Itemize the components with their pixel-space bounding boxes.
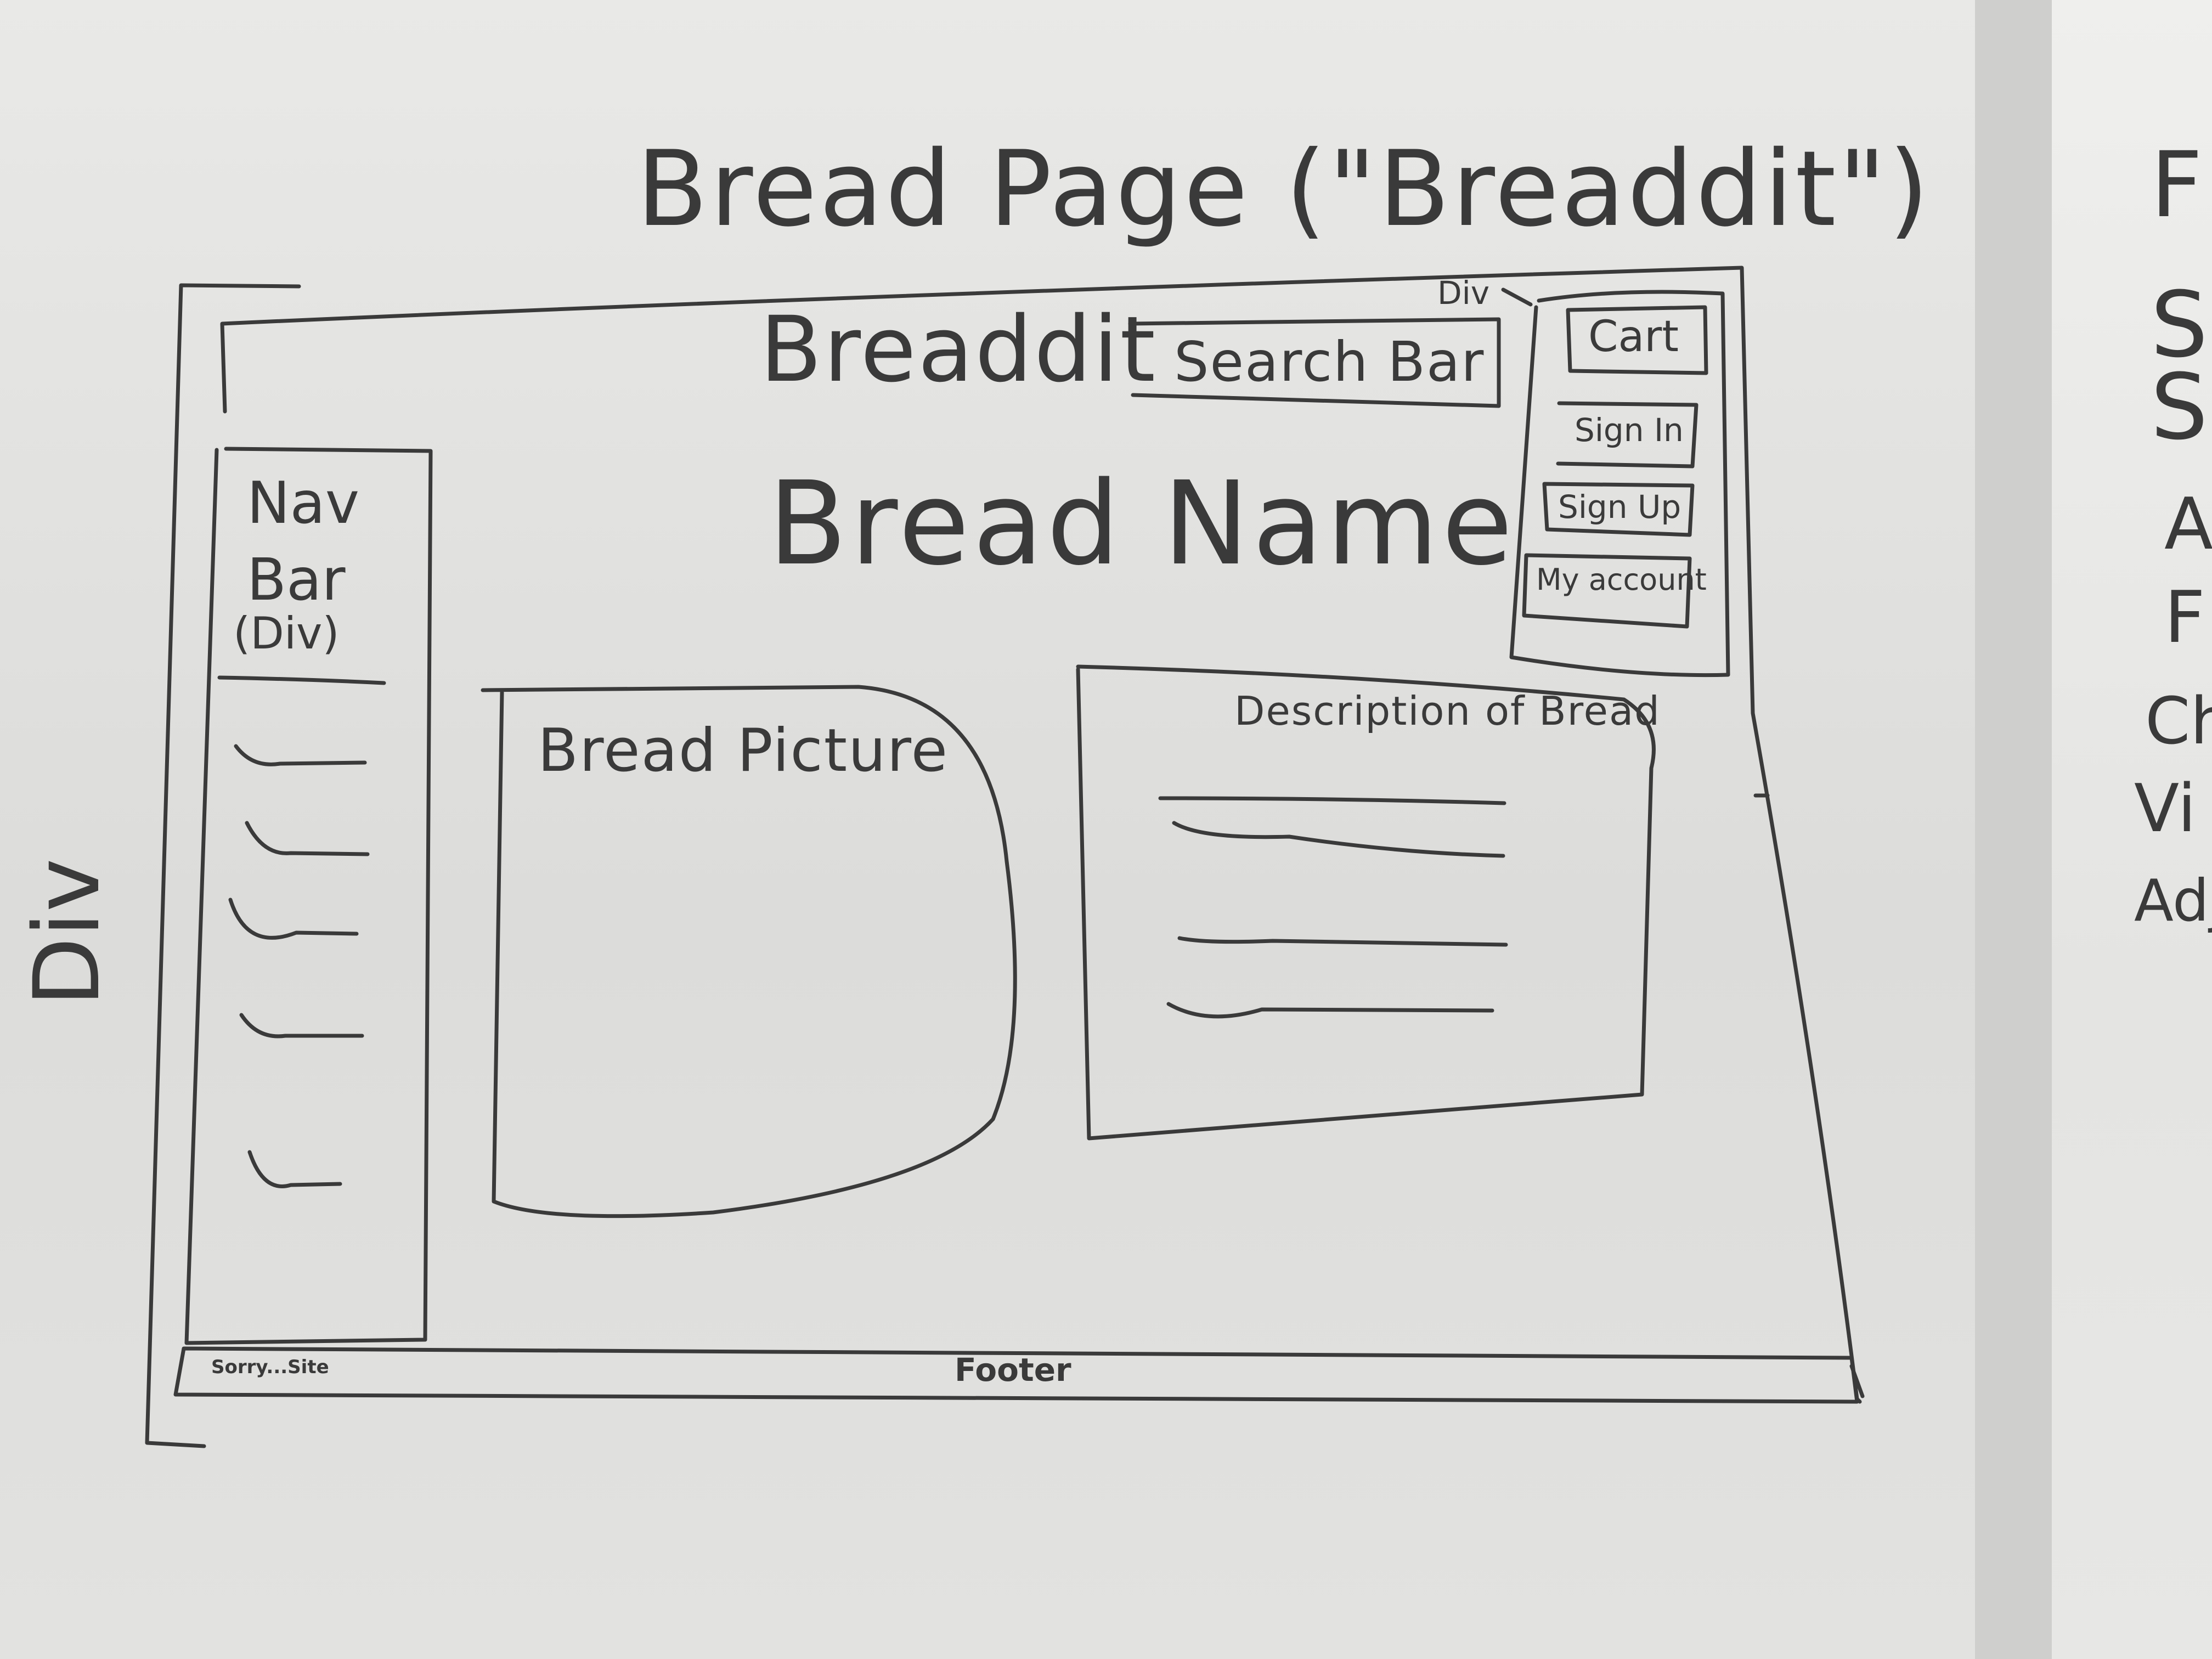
footer-note: Sorry...Site [211, 1356, 329, 1378]
nav-bar-label-line1: Nav [247, 470, 360, 537]
outer-div-bracket [145, 283, 301, 1448]
outer-div-label: Div [14, 858, 120, 1007]
adjacent-sheet-fragment: F [2151, 132, 2203, 238]
adjacent-sheet-fragment: Vi [2134, 771, 2196, 847]
footer-label: Footer [955, 1351, 1071, 1389]
picture-box [481, 685, 1017, 1218]
description-line [1177, 936, 1508, 947]
brand-logo-text: Breaddit [760, 297, 1158, 402]
footer-band [173, 1346, 1859, 1404]
description-line [1166, 1002, 1494, 1019]
description-box [1076, 664, 1656, 1141]
adjacent-sheet [2052, 0, 2212, 1659]
adjacent-sheet-fragment: Adj [2134, 867, 2212, 934]
description-line [1158, 796, 1506, 805]
adjacent-sheet-fragment: A [2164, 482, 2212, 566]
description-label: Description of Bread [1234, 688, 1661, 734]
page-title: Bread Page ("Breaddit") [636, 128, 1932, 250]
footer-band-right [1849, 1364, 1865, 1398]
my-account-button-box [1522, 553, 1692, 629]
bread-name-heading: Bread Name [768, 456, 1516, 591]
account-div-arrow [1501, 287, 1533, 307]
search-bar-box [1128, 317, 1501, 408]
page-frame [220, 266, 1862, 1404]
nav-bar-divider [217, 675, 386, 685]
search-bar-label: Search Bar [1174, 330, 1485, 394]
sign-in-button-box [1556, 401, 1699, 469]
account-div-label: Div [1437, 274, 1490, 312]
adjacent-sheet-fragment: S [2151, 272, 2208, 377]
sign-in-button-label: Sign In [1575, 411, 1684, 449]
nav-item-line [245, 821, 370, 856]
nav-item-line [234, 744, 367, 766]
whiteboard-paper [0, 0, 1975, 1659]
description-line [1172, 821, 1505, 858]
paper-gap [1975, 0, 2052, 1659]
adjacent-sheet-fragment: S [2151, 354, 2208, 460]
sign-up-button-label: Sign Up [1558, 488, 1681, 526]
adjacent-sheet-fragment: F [2164, 575, 2205, 659]
nav-item-line [247, 1150, 342, 1188]
account-panel-box [1509, 290, 1730, 678]
my-account-button-label: My account [1536, 562, 1707, 597]
nav-bar-label-line3: (Div) [233, 608, 340, 659]
nav-item-line [228, 898, 359, 940]
nav-bar-box [184, 447, 433, 1345]
cart-button-label: Cart [1588, 312, 1679, 362]
nav-bar-label-line2: Bar [247, 546, 346, 613]
sign-up-button-box [1542, 482, 1695, 537]
bread-picture-label: Bread Picture [538, 716, 949, 785]
cart-button-box [1566, 305, 1708, 375]
nav-item-line [239, 1013, 364, 1039]
adjacent-sheet-fragment: Ch [2145, 683, 2212, 759]
